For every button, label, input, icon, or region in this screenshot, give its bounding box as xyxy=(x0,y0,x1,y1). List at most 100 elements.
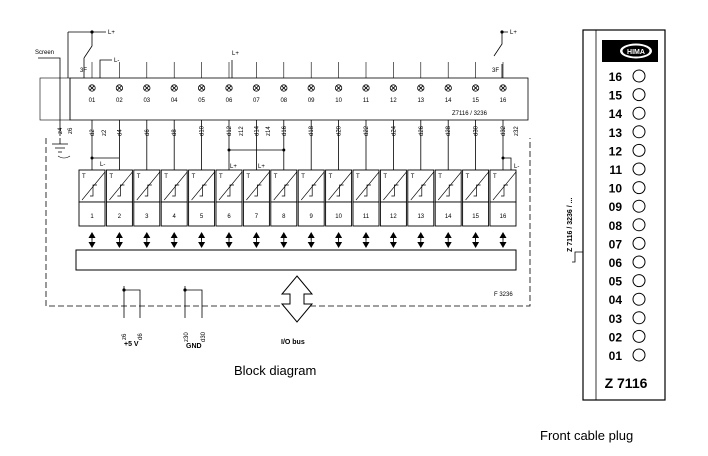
relay-t-label: T xyxy=(411,174,415,180)
screw-terminal: 06 xyxy=(225,84,233,104)
plug-terminal-number: 15 xyxy=(609,89,623,103)
front-plug-side-label: Z 7116 / 3236 / ... xyxy=(567,197,574,252)
relay-channel: T1 xyxy=(78,169,106,227)
d-pin-label: d12 xyxy=(227,125,233,136)
plug-terminal: 14 xyxy=(609,106,646,121)
screw-terminal: 13 xyxy=(417,84,425,104)
fuse-right-label: 3F xyxy=(492,68,499,74)
bus-arrows xyxy=(88,232,507,248)
front-plug-body xyxy=(582,29,666,401)
terminal-number: 09 xyxy=(308,98,315,104)
relay-channel: T11 xyxy=(352,169,380,227)
supply-left: L+ L- 3F xyxy=(67,30,119,78)
channel-number: 16 xyxy=(500,214,507,220)
d-pin-label: d14 xyxy=(254,125,260,136)
plug-terminal: 09 xyxy=(609,199,646,214)
channel-number: 2 xyxy=(118,214,122,220)
channel-number: 9 xyxy=(310,214,314,220)
channel-number: 6 xyxy=(227,214,231,220)
channel-number: 13 xyxy=(417,214,424,220)
plug-terminal-number: 12 xyxy=(609,144,623,158)
plug-terminal-number: 13 xyxy=(609,126,623,140)
screw-terminal: 12 xyxy=(389,84,397,104)
channel-number: 10 xyxy=(335,214,342,220)
plug-terminal: 06 xyxy=(609,255,646,270)
fuse-left-label: 3F xyxy=(80,68,87,74)
relay-channel: T9 xyxy=(297,169,325,227)
lplus-ch7-label: L+ xyxy=(258,164,265,170)
plug-terminal: 10 xyxy=(609,181,646,196)
screw-terminal: 01 xyxy=(88,84,96,104)
relay-t-label: T xyxy=(466,174,470,180)
supply-right: L+ 3F xyxy=(492,30,517,78)
relay-t-label: T xyxy=(219,174,223,180)
plug-terminal: 16 xyxy=(609,69,646,84)
lminus-ch16-label: L- xyxy=(514,164,519,170)
plug-terminal-number: 09 xyxy=(609,200,623,214)
plug-terminal: 01 xyxy=(609,348,646,363)
lplus-mid-label: L+ xyxy=(232,51,239,57)
plug-terminal-number: 01 xyxy=(609,349,623,363)
plug-terminal: 04 xyxy=(609,292,646,307)
screw-terminal: 16 xyxy=(499,84,507,104)
channel-number: 5 xyxy=(200,214,204,220)
plug-terminal-number: 06 xyxy=(609,256,623,270)
shield-pin-z4: z4 xyxy=(58,127,64,134)
plug-terminal-number: 16 xyxy=(609,70,623,84)
d-pin-label: d30 xyxy=(474,125,480,136)
plug-terminal: 05 xyxy=(609,274,646,289)
relay-t-label: T xyxy=(383,174,387,180)
supply-5v: z6 d6 +5 V xyxy=(122,286,144,348)
relay-t-label: T xyxy=(246,174,250,180)
terminal-number: 13 xyxy=(417,98,424,104)
relay-channel: T8 xyxy=(270,169,298,227)
relay-t-label: T xyxy=(493,174,497,180)
d-pin-label: d18 xyxy=(309,125,315,136)
channel-number: 7 xyxy=(255,214,259,220)
screw-terminal: 11 xyxy=(362,84,370,104)
plug-terminal-number: 07 xyxy=(609,237,623,251)
io-bus-label: I/O bus xyxy=(281,339,305,346)
d-pin-label: d2 xyxy=(90,129,96,136)
hima-logo-text: HIMA xyxy=(627,49,645,56)
screw-terminal: 04 xyxy=(170,84,178,104)
plug-terminal-number: 04 xyxy=(609,293,623,307)
terminal-number: 05 xyxy=(198,98,205,104)
d-pin-label: d28 xyxy=(446,125,452,136)
plug-terminal-number: 10 xyxy=(609,182,623,196)
relay-channel: T5 xyxy=(188,169,216,227)
relay-t-label: T xyxy=(192,174,196,180)
relay-channel: T6 xyxy=(215,169,243,227)
supply-5v-pin-d: d6 xyxy=(138,333,144,340)
shield-pin-z6: z6 xyxy=(68,127,74,134)
d-pin-label: d24 xyxy=(391,125,397,136)
screw-terminal: 08 xyxy=(280,84,288,104)
channel-number: 14 xyxy=(445,214,452,220)
relay-t-label: T xyxy=(329,174,333,180)
d-pin-label: d26 xyxy=(419,125,425,136)
plug-terminal-number: 08 xyxy=(609,219,623,233)
plug-terminal-number: 02 xyxy=(609,330,623,344)
z-pin-z32: z32 xyxy=(514,126,520,136)
relay-channel: T3 xyxy=(133,169,161,227)
relay-channel: T15 xyxy=(462,169,490,227)
relay-t-label: T xyxy=(164,174,168,180)
d-pin-label: d8 xyxy=(172,129,178,136)
supply-gnd-pin-z: z30 xyxy=(184,332,190,342)
supply-middle: L+ xyxy=(231,51,239,78)
plug-terminal: 13 xyxy=(609,125,646,140)
plug-terminal: 11 xyxy=(609,162,646,177)
relay-channel: T4 xyxy=(160,169,188,227)
relay-channel: T12 xyxy=(379,169,407,227)
screw-terminal: 14 xyxy=(444,84,452,104)
screw-terminal: 02 xyxy=(115,84,123,104)
lplus-left-label: L+ xyxy=(108,30,115,36)
supply-5v-pin-z: z6 xyxy=(122,333,128,340)
plug-terminal: 08 xyxy=(609,218,646,233)
supply-gnd-label: GND xyxy=(186,343,202,350)
channel-number: 11 xyxy=(363,214,370,220)
screw-terminal: 15 xyxy=(471,84,480,104)
channel-number: 4 xyxy=(173,214,177,220)
